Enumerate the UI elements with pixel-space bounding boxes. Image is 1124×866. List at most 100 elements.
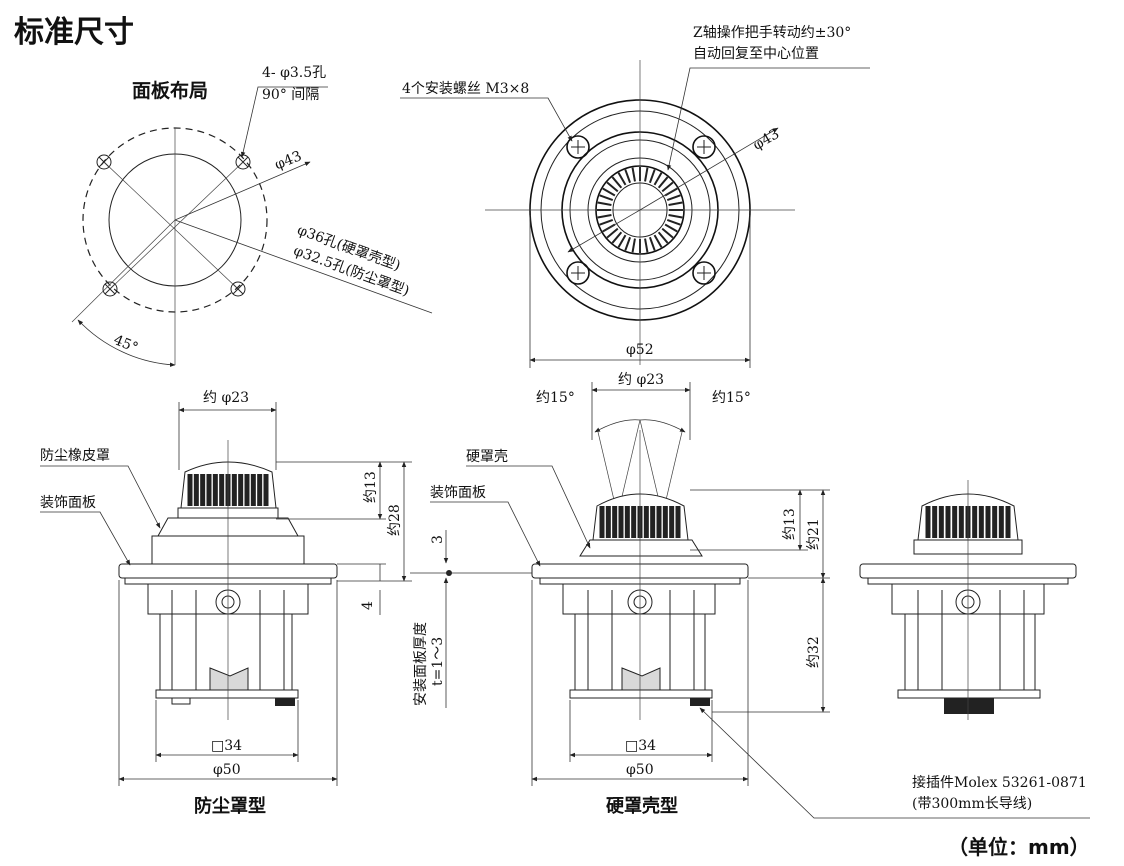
hard-sq34-label: □34 [625, 738, 656, 754]
top-dia-43-label: φ43 [750, 126, 782, 154]
dust-dia-50-label: φ50 [213, 762, 241, 778]
knob-rib [206, 474, 212, 506]
knob-rib [661, 227, 674, 239]
knob-rib [187, 474, 193, 506]
knob-rib [925, 506, 931, 538]
screw-tl [566, 135, 590, 159]
knob-rib [972, 506, 978, 538]
dust-h13-label: 约13 [363, 471, 379, 503]
knob-rib [599, 218, 614, 226]
unit-note: （单位：mm） [948, 835, 1090, 859]
knob-rib [606, 181, 619, 193]
knob-rib [657, 231, 669, 244]
knob-rib [238, 474, 244, 506]
z-axis-label-1: Z轴操作把手转动约±30° [693, 25, 851, 41]
knob-rib [624, 506, 630, 538]
knob-rib [656, 506, 662, 538]
knob-rib [611, 231, 623, 244]
knob-rib [653, 172, 663, 186]
panel-layout-view: 面板布局 45° 4- φ3.5孔 90° 间隔 φ43 φ36孔(硬罩壳型) … [71, 65, 433, 367]
knob-rib [675, 506, 681, 538]
hard-cover-side-view: 约 φ23 约15° 约15° 硬罩壳 装饰面板 [430, 372, 830, 817]
knob-rib [606, 227, 619, 239]
knob-rib [666, 218, 681, 226]
knob-rib [666, 194, 681, 202]
knob-rib [664, 223, 678, 233]
connector-side-view: 接插件Molex 53261-0871 (带300mm长导线) [699, 480, 1090, 819]
knob-rib [992, 506, 998, 538]
knob-rib [250, 474, 256, 506]
hard-dia-50-label: φ50 [626, 762, 654, 778]
knob-rib [653, 234, 663, 248]
knob-rib [662, 506, 668, 538]
knob-rib [644, 167, 649, 182]
knob-rib [231, 474, 237, 506]
knob-rib [597, 214, 612, 219]
hard-h21-label: 约21 [806, 518, 822, 550]
connector-label-1: 接插件Molex 53261-0871 [912, 774, 1087, 791]
hard-deco-panel-label: 装饰面板 [430, 485, 486, 501]
knob-rib [618, 506, 624, 538]
knob-rib [597, 201, 612, 206]
knob-rib [605, 506, 611, 538]
knob-rib [650, 506, 656, 538]
hard-dia-23-label: 约 φ23 [618, 372, 664, 388]
top-view: 4个安装螺丝 M3×8 Z轴操作把手转动约±30° 自动回复至中心位置 φ43 … [400, 25, 870, 368]
angle-left-label: 约15° [536, 390, 575, 406]
knob-rib [624, 236, 632, 251]
dust-cover-side-view: 约 φ23 防尘橡皮罩 装饰面板 约13 约28 [40, 390, 412, 817]
knob-rib [631, 238, 636, 253]
hole-note-2: 90° 间隔 [262, 87, 319, 103]
hole-note-1: 4- φ3.5孔 [262, 65, 326, 81]
panel-thickness-indicator: 3 安装面板厚度 t=1～3 [410, 530, 534, 708]
rubber-cover-label: 防尘橡皮罩 [40, 448, 110, 464]
dust-d4-label: 4 [360, 601, 376, 610]
top-dia-52-label: φ52 [626, 342, 654, 358]
knob-rib [952, 506, 958, 538]
knob-rib [932, 506, 938, 538]
angle-right-label: 约15° [712, 390, 751, 406]
panel-thickness-label-1: 安装面板厚度 [413, 622, 429, 706]
screw-br [692, 261, 716, 285]
knob-rib [631, 167, 636, 182]
knob-rib [611, 176, 623, 189]
angle-45-label: 45° [111, 332, 140, 356]
hard-cover-title: 硬罩壳型 [606, 795, 678, 817]
knob-rib [998, 506, 1004, 538]
page-title: 标准尺寸 [14, 15, 134, 50]
knob-rib [648, 169, 656, 184]
knob-rib [648, 236, 656, 251]
knob-rib [661, 181, 674, 193]
dust-dia-23-label: 约 φ23 [203, 390, 249, 406]
knob-rib [669, 506, 675, 538]
knob-rib [985, 506, 991, 538]
dust-deco-panel-label: 装饰面板 [40, 495, 96, 511]
knob-rib [644, 238, 649, 253]
hard-shell-label: 硬罩壳 [466, 448, 508, 465]
knob-rib [631, 506, 637, 538]
knob-rib [200, 474, 206, 506]
z-axis-label-2: 自动回复至中心位置 [693, 45, 819, 62]
knob-rib [958, 506, 964, 538]
knob-rib [668, 201, 683, 206]
screws-label: 4个安装螺丝 M3×8 [402, 81, 529, 97]
knob-rib [1005, 506, 1011, 538]
hard-h13-label: 约13 [782, 508, 798, 540]
knob-rib [643, 506, 649, 538]
hard-h32-label: 约32 [806, 636, 822, 668]
knob-rib [945, 506, 951, 538]
dust-d3-label: 3 [430, 535, 446, 544]
knob-rib [668, 214, 683, 219]
knob-rib [617, 172, 627, 186]
knob-rib [624, 169, 632, 184]
dust-sq34-label: □34 [211, 738, 242, 754]
knob-rib [599, 194, 614, 202]
knob-rib [599, 506, 605, 538]
panel-layout-heading: 面板布局 [132, 79, 208, 102]
connector-label-2: (带300mm长导线) [912, 796, 1032, 812]
knob-rib [617, 234, 627, 248]
knob-rib [978, 506, 984, 538]
dust-h28-label: 约28 [387, 504, 403, 536]
knob-rib [244, 474, 250, 506]
